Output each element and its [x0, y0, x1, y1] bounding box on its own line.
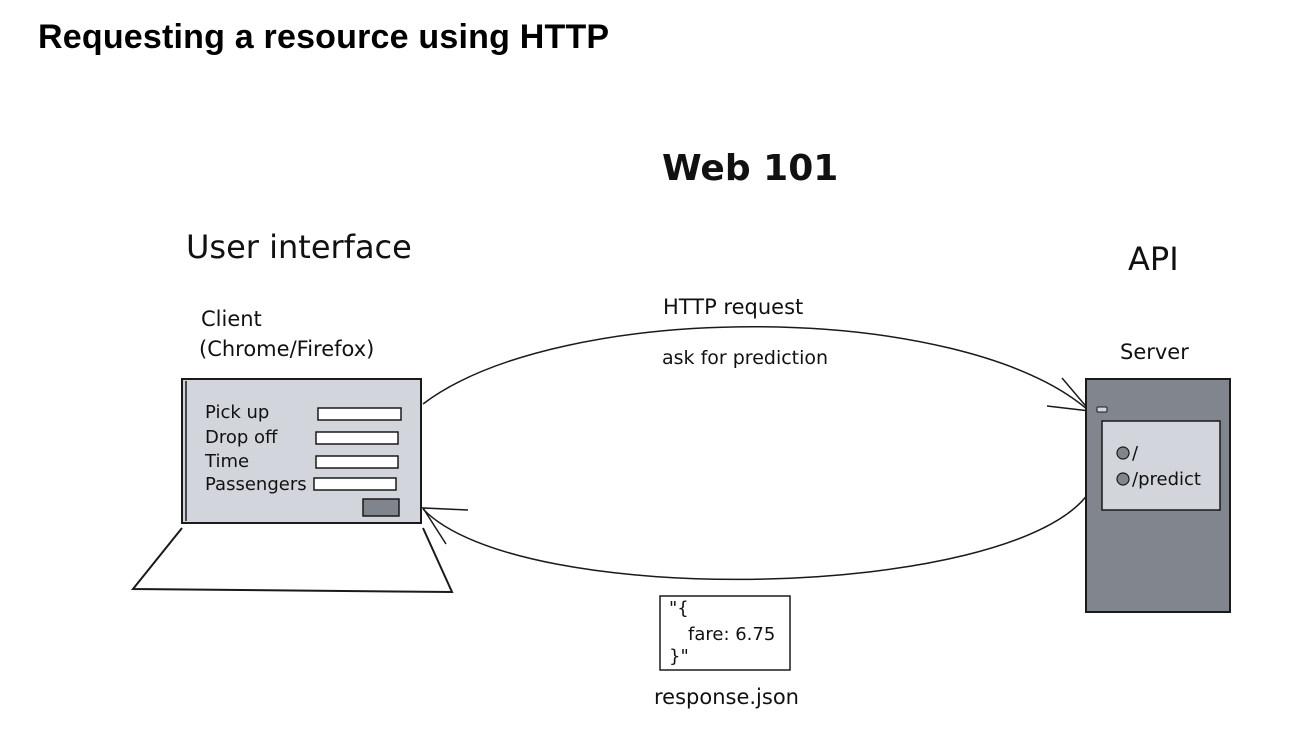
drop-off-input[interactable]: [315, 431, 399, 445]
page-title: Requesting a resource using HTTP: [38, 18, 610, 56]
ask-for-prediction-label: ask for prediction: [662, 347, 828, 369]
route-root-bullet: [1116, 446, 1130, 460]
route-predict-bullet: [1116, 472, 1130, 486]
json-fare-line: fare: 6.75: [688, 624, 775, 645]
json-close-brace: }": [669, 646, 689, 667]
response-arrowhead: [421, 507, 469, 545]
server-indicator-light: [1096, 406, 1108, 413]
client-label: Client: [201, 307, 262, 331]
pick-up-input[interactable]: [317, 407, 402, 421]
time-input[interactable]: [315, 455, 399, 469]
client-browser-label: (Chrome/Firefox): [199, 337, 374, 361]
response-arrow: [422, 493, 1089, 581]
form-label-passengers: Passengers: [205, 474, 307, 495]
submit-button[interactable]: [362, 498, 400, 517]
server-icon: [1085, 378, 1231, 613]
json-open-brace: "{: [669, 598, 689, 619]
route-predict-label: /predict: [1132, 469, 1201, 490]
request-arrow: [422, 326, 1089, 411]
response-json-box: [659, 595, 791, 671]
form-label-time: Time: [204, 451, 249, 472]
http-request-label: HTTP request: [663, 295, 803, 319]
passengers-input[interactable]: [313, 477, 397, 491]
form-label-drop-off: Drop off: [205, 427, 278, 448]
form-label-pick-up: Pick up: [205, 402, 269, 423]
diagram-heading: Web 101: [662, 148, 838, 189]
laptop-base: [130, 527, 454, 594]
server-label: Server: [1120, 340, 1189, 364]
response-filename-label: response.json: [654, 685, 799, 709]
route-root-label: /: [1132, 443, 1139, 464]
server-routes-panel: [1101, 420, 1221, 511]
user-interface-label: User interface: [186, 228, 412, 266]
api-label: API: [1128, 240, 1179, 278]
